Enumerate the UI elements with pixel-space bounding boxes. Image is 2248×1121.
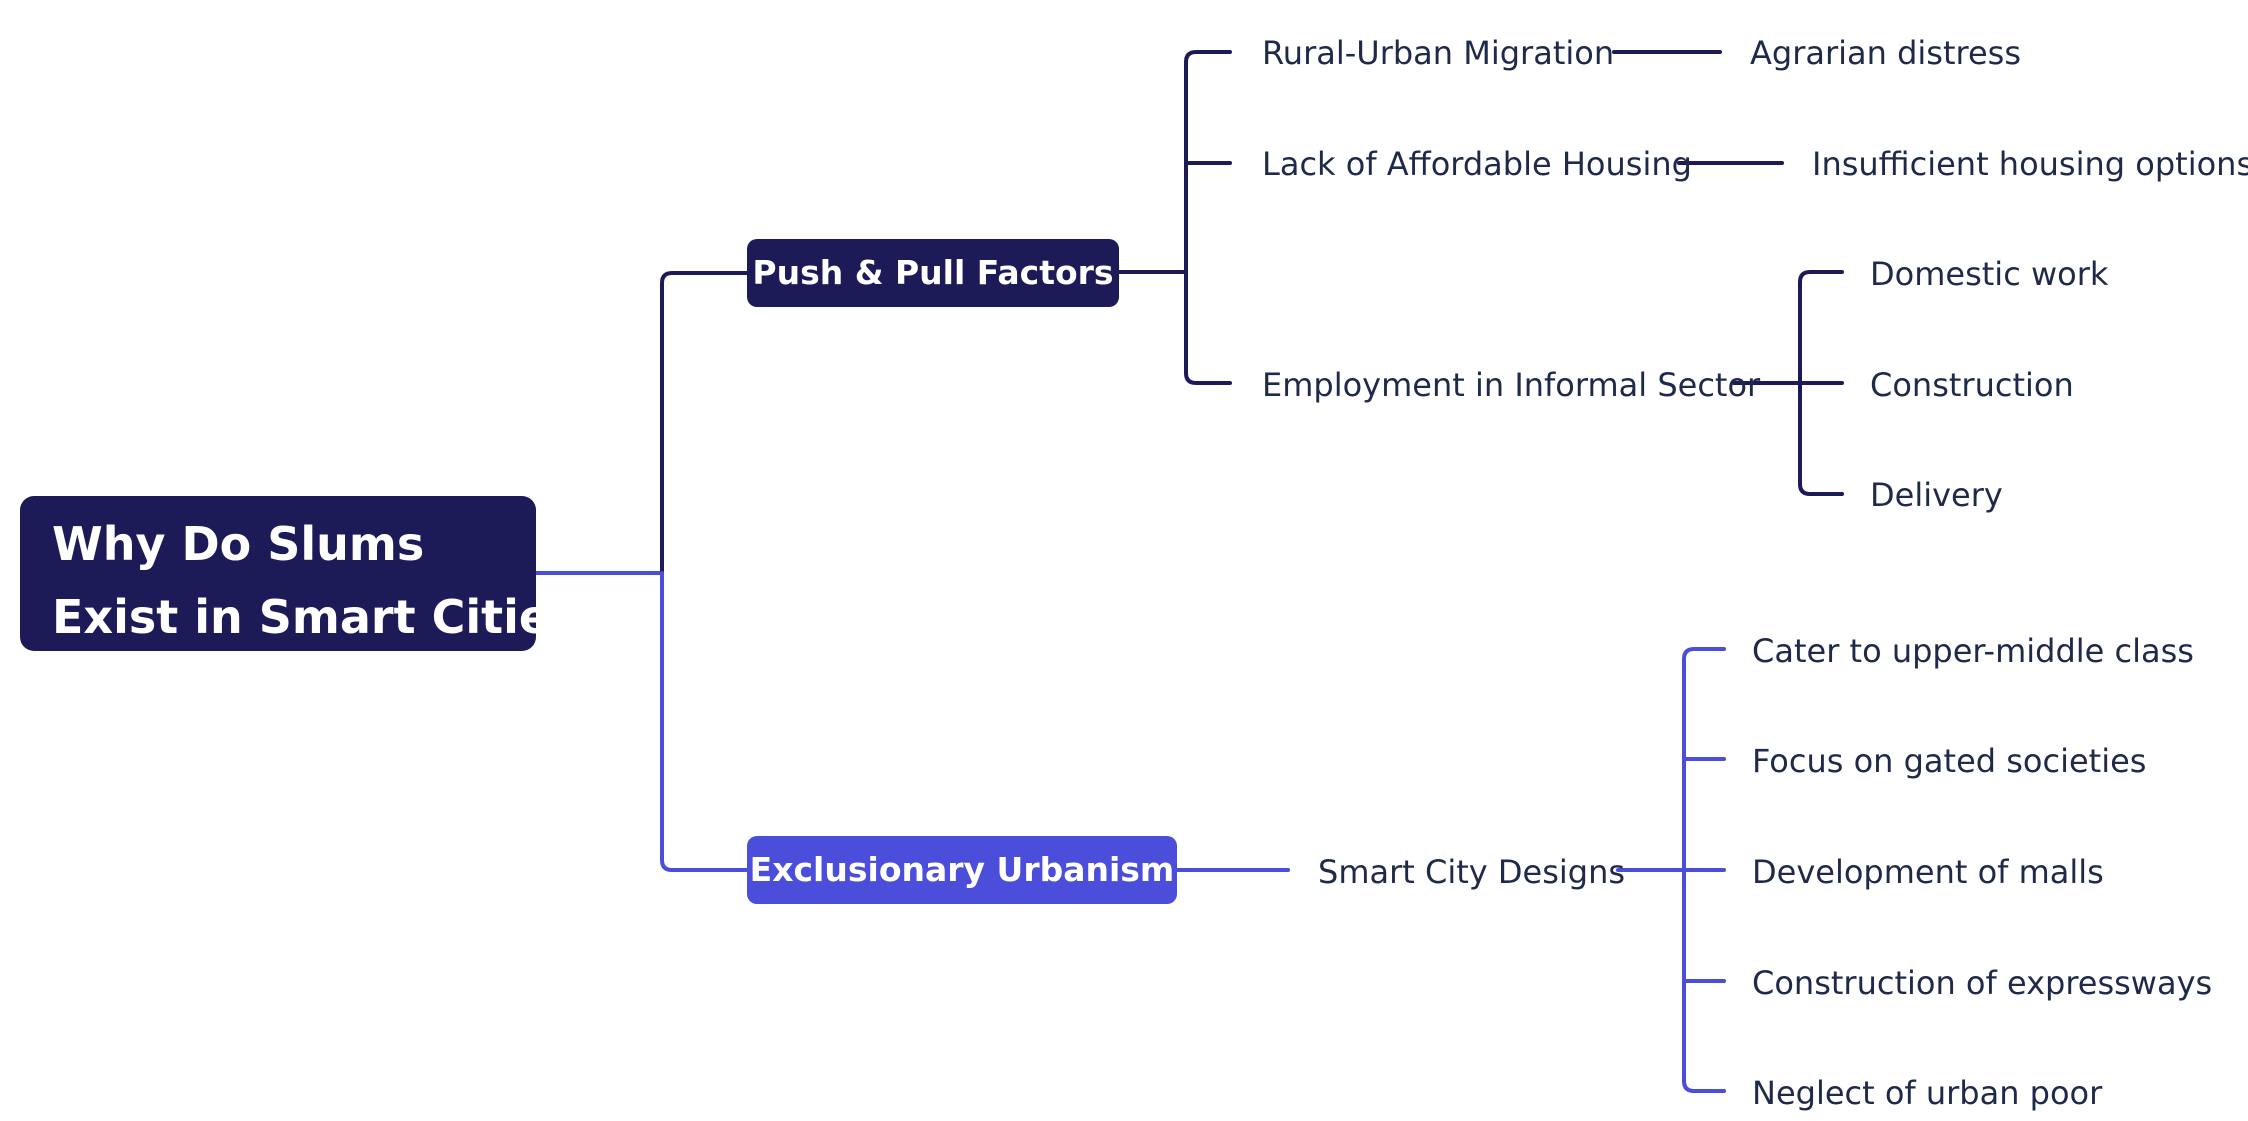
topic-cater-upper-middle-class[interactable]: Cater to upper-middle class — [1752, 632, 2194, 670]
topic-delivery[interactable]: Delivery — [1870, 476, 2003, 514]
branch-push-pull-factors[interactable]: Push & Pull Factors — [747, 239, 1119, 307]
topic-neglect-of-urban-poor[interactable]: Neglect of urban poor — [1752, 1074, 2103, 1112]
topic-construction[interactable]: Construction — [1870, 366, 2074, 404]
connector-root-push — [660, 271, 749, 575]
topic-focus-gated-societies[interactable]: Focus on gated societies — [1752, 742, 2147, 780]
topic-domestic-work[interactable]: Domestic work — [1870, 255, 2109, 293]
connector-push-bracket — [1184, 50, 1232, 385]
topic-construction-of-expressways[interactable]: Construction of expressways — [1752, 964, 2213, 1002]
topic-lack-of-affordable-housing[interactable]: Lack of Affordable Housing — [1262, 145, 1692, 183]
topic-agrarian-distress[interactable]: Agrarian distress — [1750, 34, 2021, 72]
topic-insufficient-housing-options[interactable]: Insufficient housing options — [1812, 145, 2248, 183]
root-topic[interactable]: Why Do Slums Exist in Smart Cities? — [20, 496, 605, 651]
connector-root-exclusion — [660, 571, 749, 872]
topic-smart-city-designs[interactable]: Smart City Designs — [1318, 853, 1626, 891]
topic-employment-informal-sector[interactable]: Employment in Informal Sector — [1262, 366, 1761, 404]
topic-rural-urban-migration[interactable]: Rural-Urban Migration — [1262, 34, 1615, 72]
branch-exclusionary-urbanism[interactable]: Exclusionary Urbanism — [747, 836, 1177, 904]
root-topic-line: Why Do Slums — [52, 517, 425, 571]
root-topic-line: Exist in Smart Cities? — [52, 590, 605, 644]
topic-development-of-malls[interactable]: Development of malls — [1752, 853, 2104, 891]
